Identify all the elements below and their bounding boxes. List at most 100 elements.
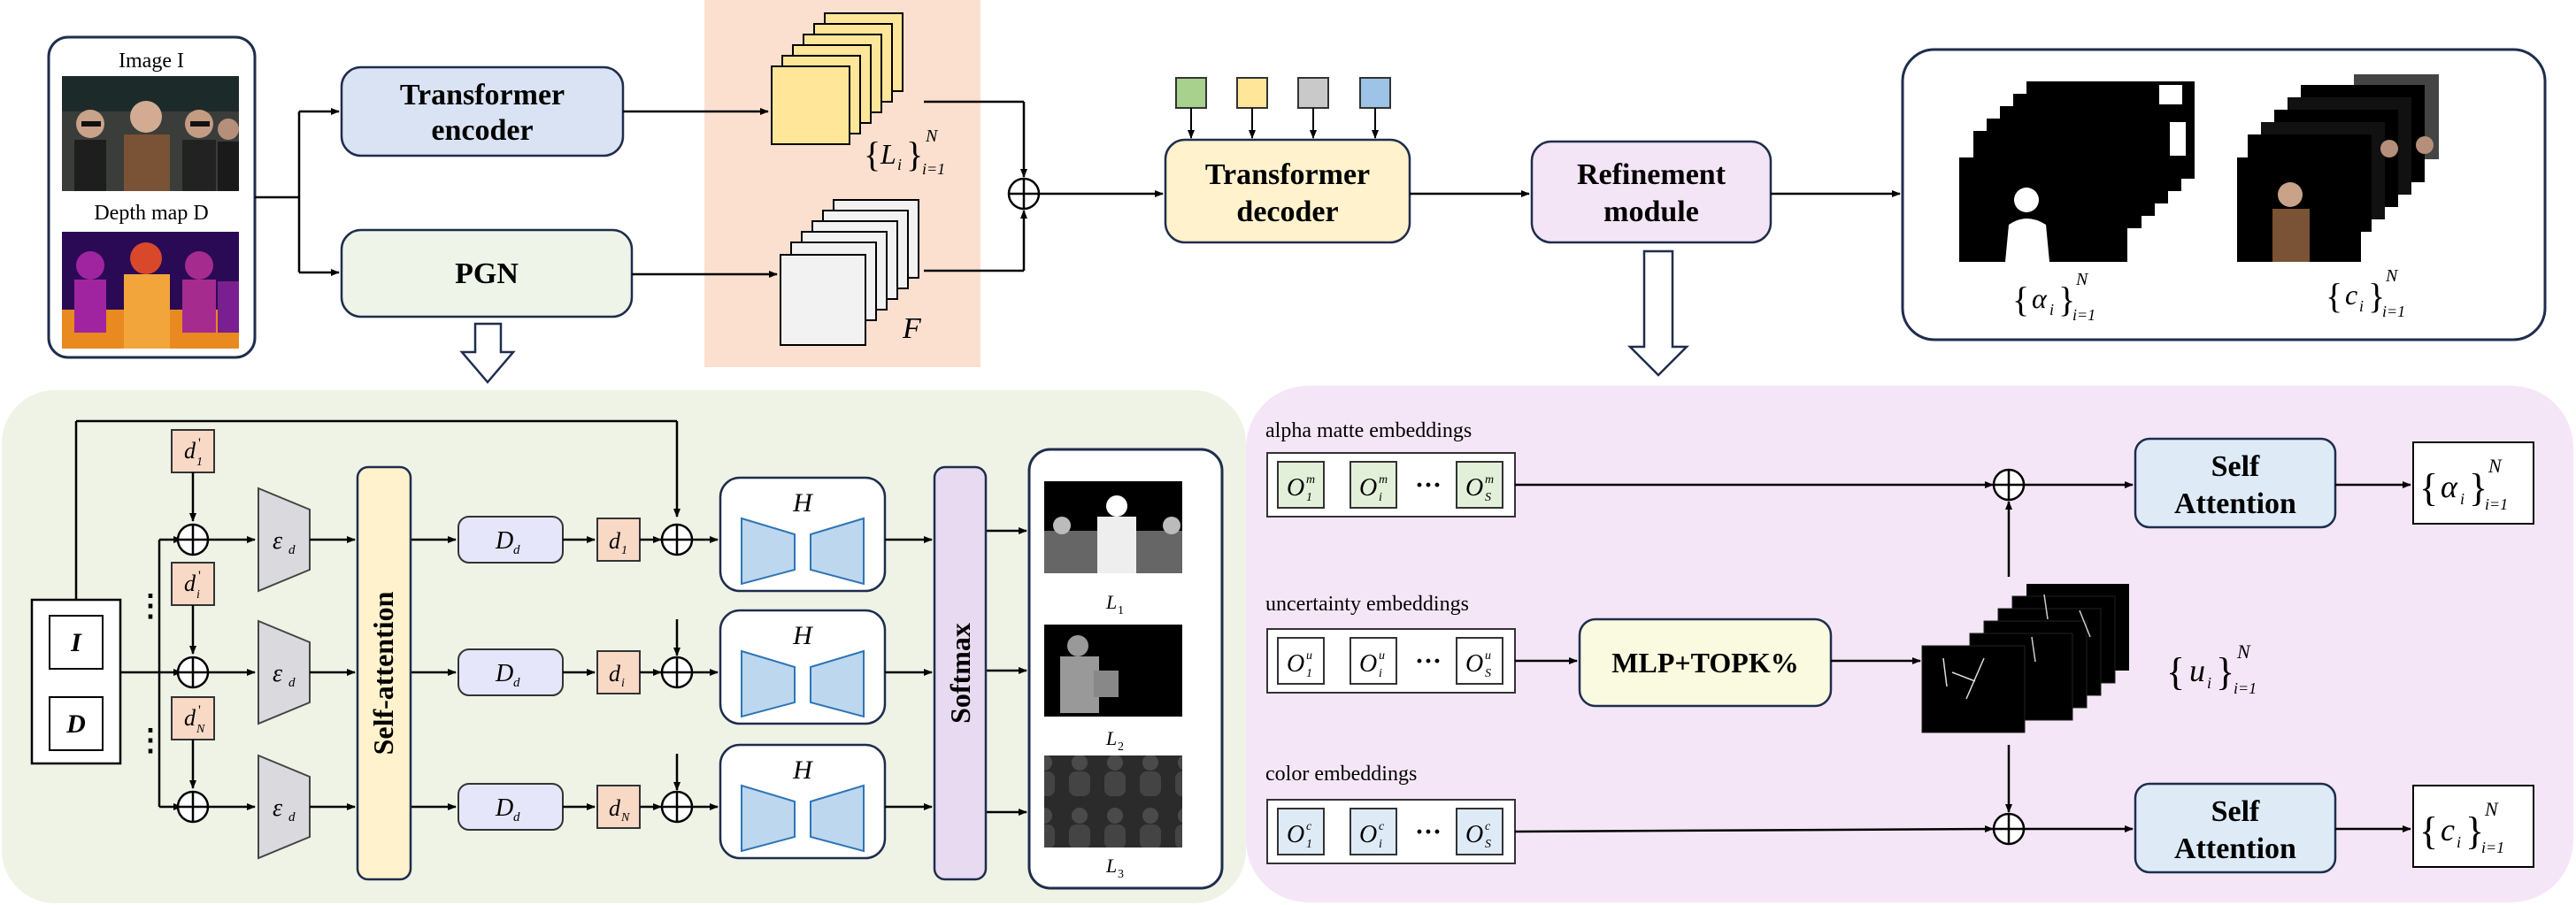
svg-text:}: }	[2469, 466, 2488, 510]
query-token-4	[1359, 77, 1391, 109]
hourglass-decoder	[810, 517, 865, 586]
combine-circle	[660, 656, 694, 689]
svg-text:3: 3	[1118, 868, 1124, 881]
hourglass-encoder	[741, 784, 796, 853]
add-circle	[176, 790, 210, 824]
token-O: O	[1359, 821, 1377, 848]
image-label: Image I	[119, 50, 184, 73]
encoder-symbol: ε	[273, 794, 282, 822]
hourglass-encoder	[741, 649, 796, 718]
depth-label: Depth map D	[94, 202, 208, 225]
encoder-label-2: encoder	[431, 114, 533, 147]
token-sup: c	[1485, 820, 1491, 833]
query-tokens	[1175, 77, 1391, 139]
refinement-module-box	[1530, 140, 1772, 244]
d-sub: N	[620, 811, 630, 824]
depth-map-image	[62, 232, 239, 349]
token-O: O	[1465, 650, 1483, 678]
decoder-symbol: D	[495, 660, 513, 687]
transformer-decoder-box	[1164, 138, 1411, 244]
embedding-token	[1350, 808, 1397, 855]
depth-encoder-trapezoid	[258, 487, 311, 593]
token-dots: ···	[1415, 817, 1442, 847]
decoder-sub: d	[513, 676, 520, 690]
d-box	[596, 518, 641, 562]
svg-text:i: i	[2359, 297, 2364, 315]
add-circle	[176, 523, 210, 556]
uncertainty-notation: { u i } N i=1	[2166, 640, 2257, 697]
token-O: O	[1465, 474, 1483, 502]
svg-text:i=1: i=1	[2382, 303, 2405, 320]
svg-text:N: N	[2484, 798, 2499, 820]
d-prime-mark: '	[198, 436, 201, 451]
token-sub: i	[1379, 838, 1382, 851]
token-sub: 1	[1306, 491, 1312, 504]
d-prime-sub: N	[196, 723, 205, 736]
embedding-token	[1277, 637, 1325, 685]
color-result-notation: { c i } N i=1	[2419, 798, 2504, 856]
depth-encoder-trapezoid	[258, 754, 311, 860]
hourglass-encoder	[741, 517, 796, 586]
query-token-1	[1175, 77, 1207, 109]
token-sup: m	[1306, 473, 1315, 487]
self-attention-label: Self-attention	[367, 591, 399, 755]
encoder-symbol: ε	[273, 527, 282, 555]
token-sub: 1	[1306, 667, 1312, 680]
layer-label-2: L 2	[1105, 727, 1124, 754]
refinement-label-2: module	[1603, 196, 1699, 228]
depth-encoder-trapezoid	[258, 619, 311, 725]
alpha-embeddings-title: alpha matte embeddings	[1265, 419, 1472, 442]
svg-text:2: 2	[1118, 740, 1124, 754]
hourglass-symbol: H	[792, 755, 814, 785]
encoder-sub: d	[288, 810, 296, 824]
refinement-label-1: Refinement	[1577, 158, 1726, 191]
embedding-token	[1456, 808, 1503, 855]
pgn-label: PGN	[455, 257, 519, 290]
decoder-sub: d	[513, 810, 520, 824]
mlp-topk-label: MLP+TOPK%	[1611, 647, 1798, 679]
layer-map-2	[1044, 625, 1182, 717]
token-sub: 1	[1306, 838, 1312, 851]
query-token-2	[1236, 77, 1268, 109]
d-symbol: d	[609, 795, 621, 821]
svg-text:c: c	[2345, 279, 2357, 311]
token-sup: u	[1485, 649, 1491, 663]
decoder-label-2: decoder	[1236, 196, 1338, 228]
layer-map-1	[1044, 481, 1182, 573]
self-attention-alpha-label-1: Self	[2211, 450, 2260, 483]
mlp-topk-box	[1578, 617, 1833, 708]
F-label: F	[902, 312, 922, 345]
expand-pgn-arrow	[459, 322, 516, 384]
d-prime-symbol: d	[184, 571, 196, 596]
ellipsis-1: ⋮	[135, 590, 165, 623]
hourglass-decoder	[810, 649, 865, 718]
d-box	[596, 785, 641, 829]
query-token-3	[1297, 77, 1329, 109]
encoder-sub: d	[288, 676, 296, 690]
self-attention-color-label-2: Attention	[2174, 832, 2296, 865]
token-sub: i	[1379, 667, 1382, 680]
decoder-symbol: D	[495, 794, 513, 822]
token-sup: c	[1306, 820, 1312, 833]
svg-text:{: {	[864, 134, 880, 174]
combine-circle	[660, 523, 694, 556]
layer-stack-L	[771, 12, 904, 145]
self-attention-alpha-box	[2134, 437, 2337, 529]
combine-circle-color	[1992, 812, 2026, 846]
layer-label-1: L 1	[1105, 591, 1124, 617]
svg-text:α: α	[2032, 282, 2048, 314]
softmax-bar	[933, 465, 988, 881]
d-prime-symbol: d	[184, 438, 196, 464]
token-O: O	[1287, 474, 1304, 502]
I-symbol: I	[70, 628, 82, 657]
svg-text:i: i	[897, 156, 902, 173]
color-result-box	[2412, 785, 2534, 868]
color-output-notation: { c i } N i=1	[2326, 266, 2405, 320]
svg-text:}: }	[2058, 280, 2075, 319]
